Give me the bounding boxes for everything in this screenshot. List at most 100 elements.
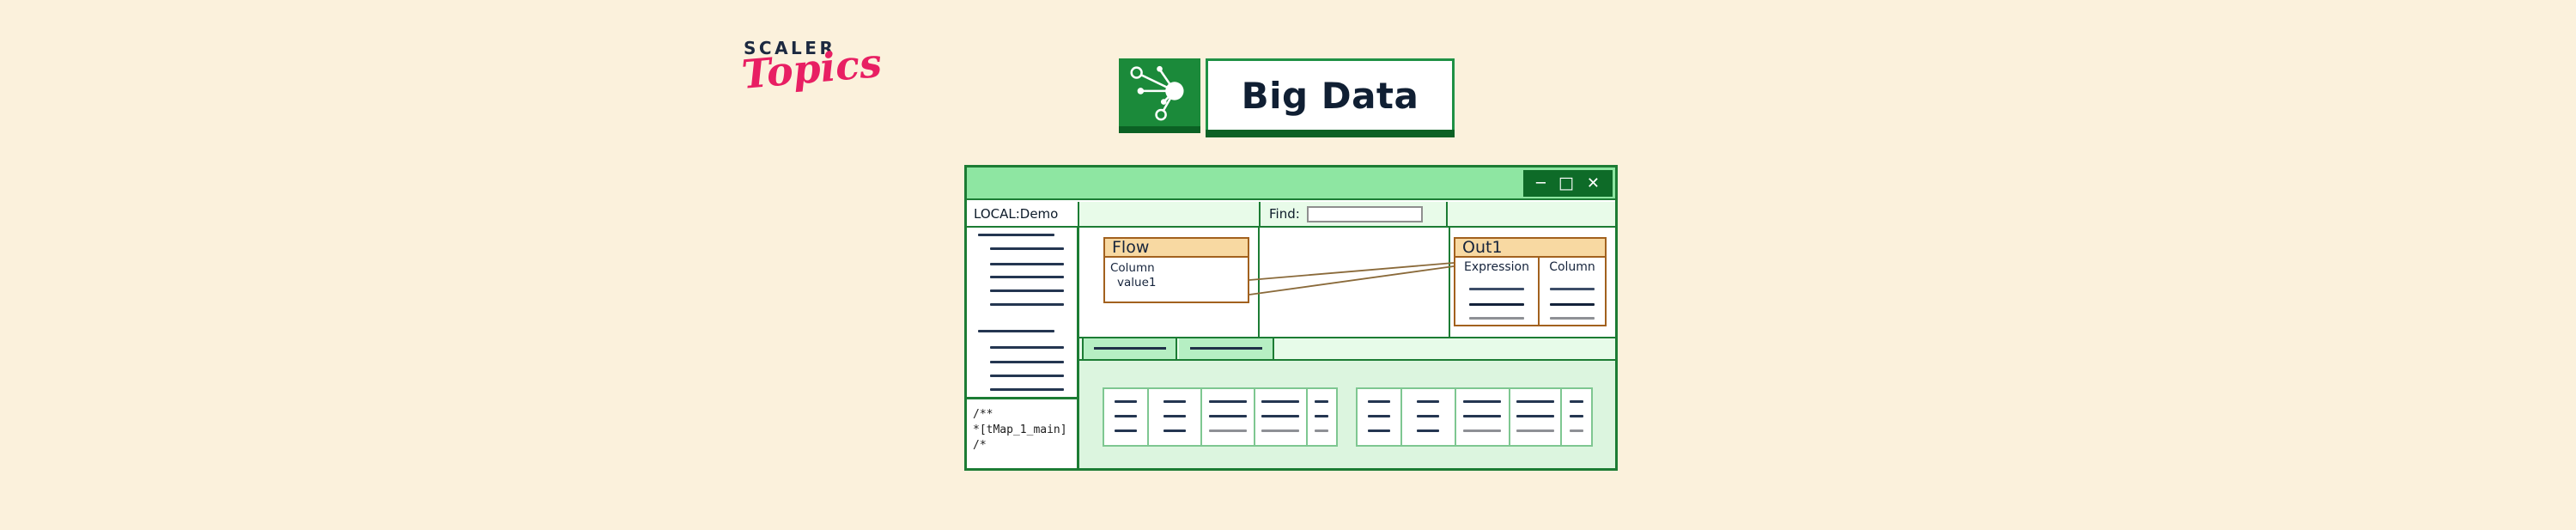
network-icon-graphic xyxy=(1130,65,1184,121)
schema-cell-line xyxy=(1114,429,1137,432)
canvas-divider xyxy=(1258,228,1260,337)
out1-expression-header: Expression xyxy=(1464,260,1529,274)
schema-column xyxy=(1202,389,1256,445)
tree-item-line xyxy=(990,276,1064,278)
out1-schema-row-line xyxy=(1550,317,1595,320)
schema-cell-line xyxy=(1570,429,1584,432)
schema-cell-line xyxy=(1114,400,1137,403)
tree-item-line xyxy=(990,361,1064,363)
schema-cell-line xyxy=(1417,415,1440,417)
schema-column xyxy=(1402,389,1456,445)
flow-field-column[interactable]: Column xyxy=(1110,261,1155,275)
minimize-button[interactable]: ─ xyxy=(1536,174,1546,192)
out1-schema-row-line xyxy=(1469,317,1524,320)
out1-expression-column: Expression xyxy=(1455,258,1540,325)
output-table-out1[interactable]: Out1 Expression Column xyxy=(1454,237,1607,326)
schema-cell-line xyxy=(1209,415,1248,417)
schema-table[interactable] xyxy=(1356,387,1593,447)
tab-label-line xyxy=(1093,347,1166,350)
out1-header[interactable]: Out1 xyxy=(1455,238,1605,258)
toolbar-spacer-cell xyxy=(1079,202,1261,226)
schema-cell-line xyxy=(1163,429,1186,432)
close-button[interactable]: ✕ xyxy=(1586,174,1600,192)
repository-label: LOCAL:Demo xyxy=(974,206,1059,222)
schema-cell-line xyxy=(1315,400,1329,403)
schema-cell-line xyxy=(1570,415,1584,417)
schema-panel xyxy=(1079,361,1615,468)
tree-item-line xyxy=(990,388,1064,391)
schema-column xyxy=(1308,389,1336,445)
schema-cell-line xyxy=(1114,415,1137,417)
input-table-flow[interactable]: Flow Column value1 xyxy=(1103,237,1249,303)
tree-item-line xyxy=(990,346,1064,349)
code-line: /** xyxy=(973,408,993,421)
window-controls: ─ □ ✕ xyxy=(1523,170,1613,197)
window-titlebar[interactable]: ─ □ ✕ xyxy=(967,168,1615,200)
schema-column xyxy=(1358,389,1403,445)
app-window: ─ □ ✕ LOCAL:Demo Find: Flow Column xyxy=(964,165,1618,471)
schema-cell-line xyxy=(1209,400,1248,403)
tree-item-line xyxy=(990,289,1064,292)
schema-column xyxy=(1149,389,1202,445)
schema-cell-line xyxy=(1516,400,1554,403)
flow-field-value1[interactable]: value1 xyxy=(1117,276,1157,289)
out1-schema-row-line xyxy=(1550,303,1595,306)
schema-column xyxy=(1562,389,1591,445)
schema-table[interactable] xyxy=(1103,387,1338,447)
banner-underline xyxy=(1206,130,1455,137)
schema-cell-line xyxy=(1463,429,1502,432)
code-line: /* xyxy=(973,439,987,452)
tree-panel[interactable] xyxy=(967,228,1079,399)
find-cell: Find: xyxy=(1261,202,1448,226)
logo-text-topics: Topics xyxy=(739,39,884,98)
find-input[interactable] xyxy=(1306,205,1423,222)
mapping-link[interactable] xyxy=(1249,262,1455,281)
schema-cell-line xyxy=(1463,415,1502,417)
tab-bar xyxy=(1079,337,1615,361)
repository-cell: LOCAL:Demo xyxy=(967,202,1079,226)
schema-cell-line xyxy=(1163,400,1186,403)
schema-cell-line xyxy=(1209,429,1248,432)
schema-cell-line xyxy=(1163,415,1186,417)
schema-cell-line xyxy=(1516,429,1554,432)
schema-cell-line xyxy=(1368,429,1391,432)
schema-cell-line xyxy=(1368,400,1391,403)
tree-item-line xyxy=(990,263,1064,265)
tab-item[interactable] xyxy=(1082,338,1177,359)
schema-cell-line xyxy=(1417,400,1440,403)
tree-item-line xyxy=(978,234,1054,236)
schema-cell-line xyxy=(1315,429,1329,432)
schema-cell-line xyxy=(1261,429,1300,432)
schema-cell-line xyxy=(1261,400,1300,403)
schema-cell-line xyxy=(1315,415,1329,417)
out1-column-header: Column xyxy=(1549,260,1595,274)
schema-cell-line xyxy=(1261,415,1300,417)
out1-column-column: Column xyxy=(1540,258,1605,325)
mapping-link[interactable] xyxy=(1249,265,1455,295)
schema-column xyxy=(1456,389,1510,445)
find-label: Find: xyxy=(1269,206,1300,222)
network-nodes-icon xyxy=(1119,58,1200,133)
logo-text-scaler: SCALER xyxy=(744,38,836,58)
code-line: *[tMap_1_main] xyxy=(973,423,1067,436)
out1-schema-row-line xyxy=(1550,288,1595,290)
schema-cell-line xyxy=(1417,429,1440,432)
banner-title: Big Data xyxy=(1241,74,1419,117)
code-panel[interactable]: /** *[tMap_1_main] /* xyxy=(967,399,1079,468)
flow-header[interactable]: Flow xyxy=(1105,238,1248,258)
schema-column xyxy=(1104,389,1149,445)
toolbar-row: LOCAL:Demo Find: xyxy=(967,202,1615,228)
tree-item-line xyxy=(990,247,1064,250)
schema-cell-line xyxy=(1516,415,1554,417)
maximize-button[interactable]: □ xyxy=(1558,174,1574,192)
tab-item[interactable] xyxy=(1179,338,1274,359)
schema-cell-line xyxy=(1463,400,1502,403)
tree-item-line xyxy=(990,303,1064,306)
schema-column xyxy=(1510,389,1563,445)
out1-body: Expression Column xyxy=(1455,258,1605,325)
schema-cell-line xyxy=(1570,400,1584,403)
toolbar-spacer-cell-right xyxy=(1448,202,1615,226)
mapper-canvas: Flow Column value1 Out1 Expression Colum… xyxy=(1079,228,1615,337)
tree-item-line xyxy=(990,375,1064,377)
